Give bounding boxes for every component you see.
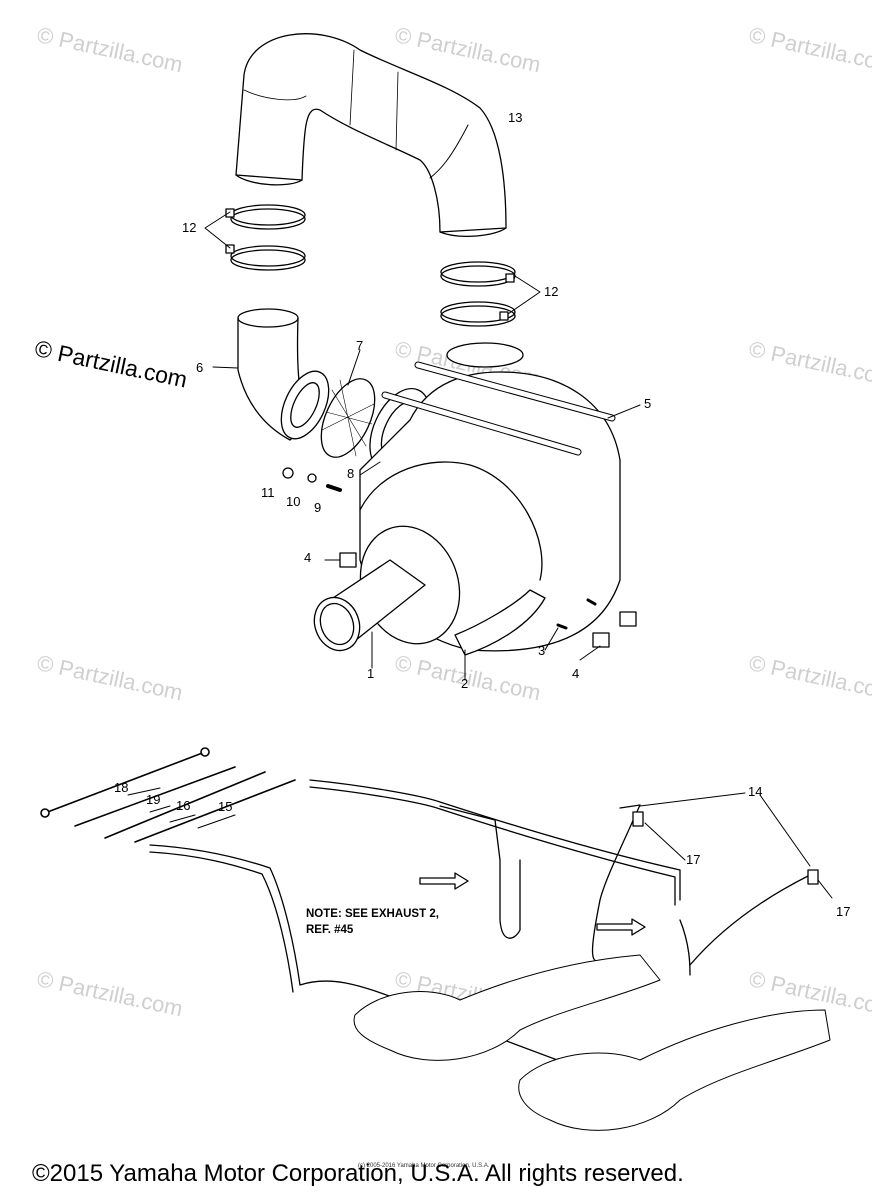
- part-18-19-16-15-hoses[interactable]: [40, 747, 296, 843]
- callout-13: 13: [508, 110, 523, 125]
- part-7-screen[interactable]: [310, 371, 385, 466]
- callout-6: 6: [196, 360, 204, 375]
- callout-11: 11: [261, 485, 275, 500]
- part-13-pipe[interactable]: [235, 33, 507, 237]
- part-12-clamps-right[interactable]: [440, 261, 516, 327]
- note-line-2: REF. #45: [306, 924, 354, 936]
- callout-7: 7: [356, 338, 364, 353]
- callout-3: 3: [538, 643, 546, 658]
- callout-12: 12: [544, 284, 559, 299]
- callout-16: 16: [176, 798, 191, 813]
- callout-17: 17: [836, 904, 851, 919]
- callout-8: 8: [347, 466, 355, 481]
- part-4-bracket[interactable]: [339, 552, 637, 648]
- part-9-bolt[interactable]: [326, 484, 342, 492]
- callout-2: 2: [461, 676, 469, 691]
- callout-9: 9: [314, 500, 322, 515]
- callout-10: 10: [286, 494, 301, 509]
- arrow-icon: [419, 872, 646, 936]
- callout-19: 19: [146, 792, 161, 807]
- callout-1: 1: [367, 666, 375, 681]
- part-12-clamps-left[interactable]: [225, 204, 306, 271]
- callout-4: 4: [572, 666, 580, 681]
- callout-5: 5: [644, 396, 652, 411]
- callout-18: 18: [114, 780, 129, 795]
- part-6-elbow[interactable]: [237, 308, 338, 446]
- part-3-screw[interactable]: [556, 598, 597, 630]
- callout-17: 17: [686, 852, 701, 867]
- callout-15: 15: [218, 799, 233, 814]
- exhaust-manifold-reference: [353, 954, 831, 1131]
- note-line-1: NOTE: SEE EXHAUST 2,: [306, 908, 439, 920]
- callout-14: 14: [748, 784, 763, 799]
- leader-lines: [127, 124, 833, 899]
- copyright-footer: ©2015 Yamaha Motor Corporation, U.S.A. A…: [32, 1160, 684, 1187]
- part-11-nut[interactable]: [282, 467, 294, 479]
- callout-4: 4: [304, 550, 312, 565]
- part-2-plate[interactable]: [454, 589, 546, 656]
- part-5-straps[interactable]: [381, 361, 616, 456]
- part-17-fitting[interactable]: [632, 811, 819, 885]
- fine-print: (c) 2005-2016 Yamaha Motor Corporation, …: [358, 1163, 490, 1169]
- part-10-washer[interactable]: [307, 473, 317, 483]
- callout-12: 12: [182, 220, 197, 235]
- diagram-note: NOTE: SEE EXHAUST 2, REF. #45: [306, 906, 439, 938]
